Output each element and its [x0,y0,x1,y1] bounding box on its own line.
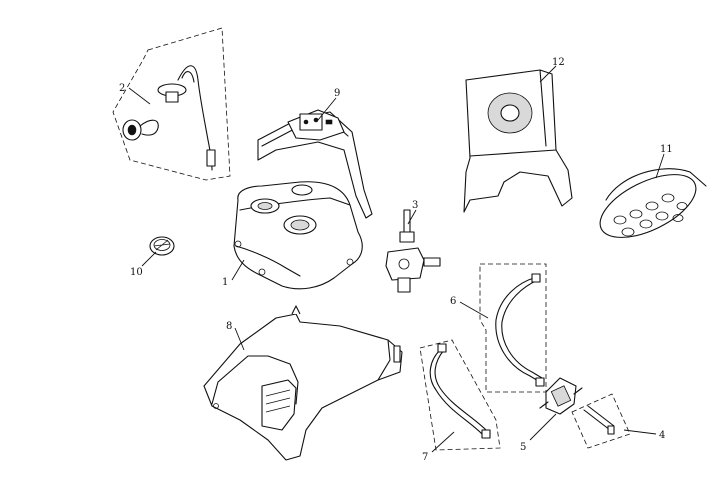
part-8-inner-cover [203,305,403,461]
part-5-fuel-filter [539,377,583,415]
part-10-fuel-cap [149,236,175,256]
callout-4: 4 [659,430,665,441]
callout-12: 12 [552,57,565,68]
part-3-fuel-valve [385,209,441,293]
part-4-short-hose [571,393,631,449]
part-2-fuel-gauge-sender [112,27,231,181]
leader-lines [128,65,665,453]
part-1-fuel-tank [233,181,363,290]
callout-8: 8 [226,321,232,332]
callout-3: 3 [412,200,418,211]
callout-6: 6 [450,296,456,307]
callout-labels: 1 2 3 4 5 6 7 8 9 10 11 12 [119,57,673,463]
callout-11: 11 [660,144,673,155]
callout-9: 9 [334,88,340,99]
part-11-filter-plate [599,168,707,238]
callout-2: 2 [119,83,125,94]
callout-1: 1 [222,277,228,288]
callout-7: 7 [422,452,428,463]
callout-5: 5 [520,442,526,453]
part-7-fuel-hose [419,339,501,451]
part-9-bracket [257,109,373,219]
callout-10: 10 [130,267,143,278]
part-6-fuel-hose [479,263,547,393]
part-12-tank-cover [463,69,573,213]
